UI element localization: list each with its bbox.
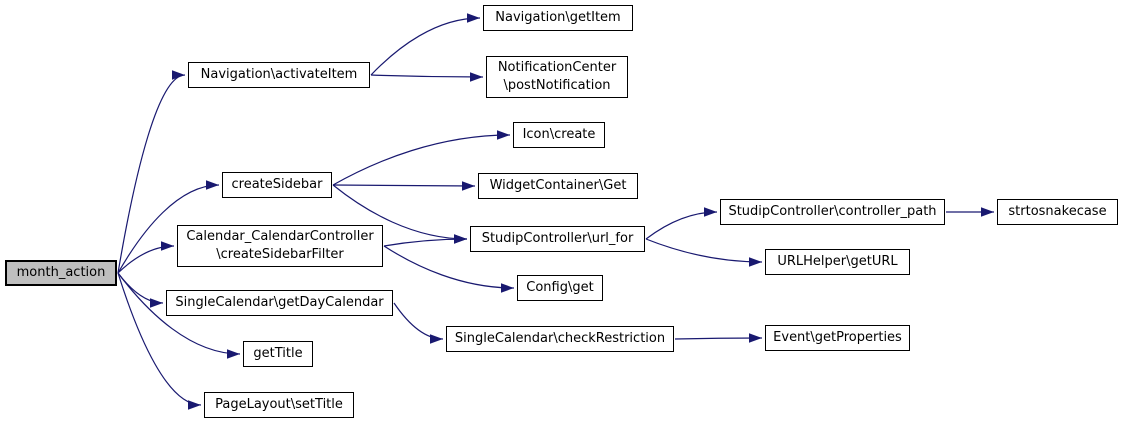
call-edge-get_day_calendar-to-check_restriction	[393, 302, 444, 344]
graph-node-cal_filter[interactable]: Calendar_CalendarController \createSideba…	[177, 225, 383, 267]
graph-node-icon_create[interactable]: Icon\create	[513, 122, 605, 148]
graph-node-url_for[interactable]: StudipController\url_for	[470, 226, 645, 252]
call-edge-month_action-to-cal_filter	[117, 241, 175, 274]
graph-node-url_helper[interactable]: URLHelper\getURL	[765, 249, 910, 275]
node-label-line: Navigation\getItem	[495, 10, 621, 26]
node-label-line: StudipController\url_for	[481, 231, 634, 247]
graph-node-event_props[interactable]: Event\getProperties	[765, 325, 910, 351]
node-label-line: SingleCalendar\getDayCalendar	[175, 295, 384, 311]
graph-node-nav_activate[interactable]: Navigation\activateItem	[188, 62, 370, 88]
call-edge-url_for-to-url_helper	[645, 238, 763, 267]
node-label-line: Config\get	[526, 280, 594, 296]
graph-node-nav_getitem[interactable]: Navigation\getItem	[483, 5, 633, 31]
graph-node-notif_post[interactable]: NotificationCenter \postNotification	[486, 56, 628, 98]
graph-node-strtosnakecase[interactable]: strtosnakecase	[997, 199, 1118, 225]
graph-node-controller_path[interactable]: StudipController\controller_path	[720, 199, 945, 225]
node-label-line: NotificationCenter	[497, 60, 617, 76]
graph-node-check_restriction[interactable]: SingleCalendar\checkRestriction	[446, 326, 674, 352]
call-edge-nav_activate-to-nav_getitem	[370, 13, 481, 76]
graph-node-get_day_calendar[interactable]: SingleCalendar\getDayCalendar	[166, 290, 393, 316]
node-label-line: Icon\create	[522, 127, 596, 143]
node-label-line: PageLayout\setTitle	[215, 397, 343, 413]
node-label-line: SingleCalendar\checkRestriction	[454, 331, 666, 347]
graph-node-set_title[interactable]: PageLayout\setTitle	[204, 392, 354, 418]
graph-node-widget_get[interactable]: WidgetContainer\Get	[478, 173, 638, 199]
graph-node-get_title[interactable]: getTitle	[243, 341, 313, 367]
node-label-line: createSidebar	[231, 177, 323, 193]
graph-node-month_action: month_action	[5, 260, 117, 286]
node-label-line: Event\getProperties	[773, 330, 902, 346]
node-label-line: getTitle	[253, 346, 303, 362]
node-label-line: WidgetContainer\Get	[489, 178, 627, 194]
call-edge-check_restriction-to-event_props	[674, 333, 763, 343]
call-edge-url_for-to-controller_path	[645, 207, 718, 240]
node-label-line: strtosnakecase	[1008, 204, 1107, 220]
call-edge-nav_activate-to-notif_post	[370, 72, 484, 82]
node-label-line: StudipController\controller_path	[728, 204, 937, 220]
graph-node-config_get[interactable]: Config\get	[517, 275, 603, 301]
call-edge-cal_filter-to-url_for	[383, 234, 468, 247]
node-label-line: \postNotification	[503, 78, 611, 93]
node-label-line: URLHelper\getURL	[777, 254, 898, 270]
call-edge-cal_filter-to-config_get	[383, 245, 515, 293]
graph-node-create_sidebar[interactable]: createSidebar	[222, 172, 332, 198]
call-edge-month_action-to-get_day_calendar	[117, 272, 164, 308]
node-label-line: Calendar_CalendarController	[186, 229, 374, 245]
node-label-line: Navigation\activateItem	[200, 67, 358, 83]
call-edge-month_action-to-nav_activate	[117, 70, 186, 274]
call-edge-create_sidebar-to-widget_get	[332, 181, 476, 191]
node-label-line: \createSidebarFilter	[216, 247, 344, 262]
node-label-line: month_action	[16, 265, 106, 281]
